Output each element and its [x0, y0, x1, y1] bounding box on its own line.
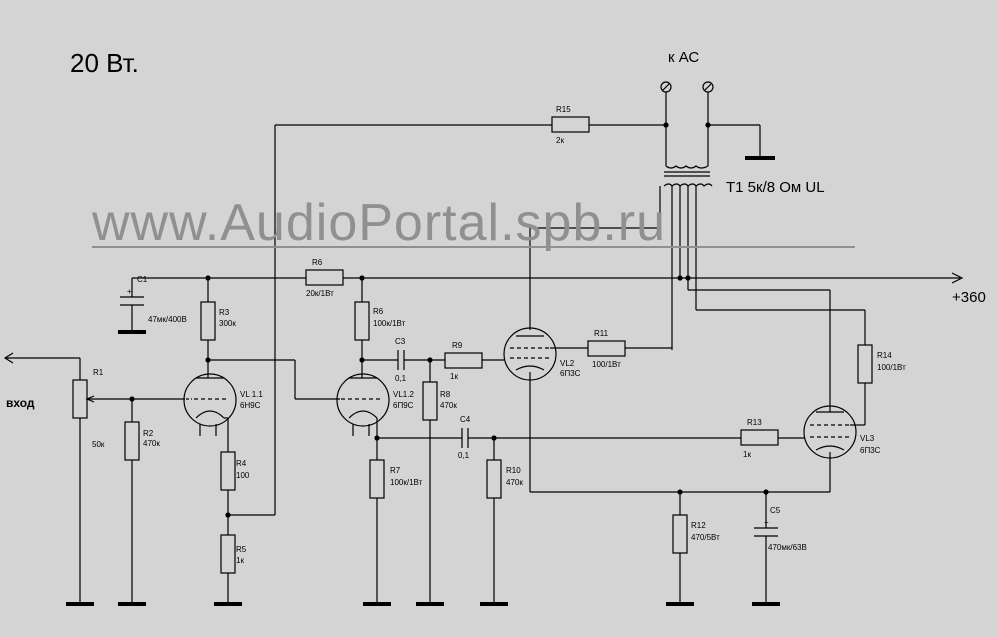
tube-vl3-stage: R13 1к VL3 6П3С R14 100/1Вт	[687, 280, 906, 492]
svg-text:+: +	[127, 287, 132, 296]
vl12-type: 6П9С	[393, 401, 414, 410]
speaker-output: к АС	[660, 49, 775, 166]
c5-value: 470мк/63В	[768, 543, 807, 552]
resistor-r2	[124, 421, 140, 461]
r13-ref: R13	[747, 418, 762, 427]
r2-value: 470к	[143, 439, 160, 448]
r9-value: 1к	[450, 372, 458, 381]
c4-ref: C4	[460, 415, 471, 424]
resistor-r6-rail	[305, 269, 344, 286]
capacitor-c1: + C1 47мк/400В	[118, 275, 187, 334]
r9-ref: R9	[452, 341, 463, 350]
r6a-ref: R6	[312, 258, 323, 267]
resistor-r15	[551, 116, 590, 133]
resistor-r11	[587, 340, 626, 357]
speaker-label: к АС	[668, 49, 699, 66]
resistor-r14	[857, 344, 873, 384]
input-label: вход	[6, 396, 35, 410]
c3-value: 0,1	[395, 374, 407, 383]
r15-ref: R15	[556, 105, 571, 114]
r3-value: 300к	[219, 319, 236, 328]
resistor-r4	[220, 451, 236, 491]
r15-value: 2к	[556, 136, 564, 145]
tube-vl1-2-stage: R6 100к/1Вт VL1.2 6П9С R7 100к/1Вт C3 0,…	[336, 278, 741, 606]
resistor-r10	[486, 459, 502, 499]
r10-value: 470к	[506, 478, 523, 487]
c1-ref: C1	[137, 275, 148, 284]
schematic-title: 20 Вт.	[70, 48, 139, 78]
resistor-r6-plate	[354, 301, 370, 341]
r11-ref: R11	[594, 329, 609, 338]
vl2-type: 6П3С	[560, 369, 581, 378]
r4-ref: R4	[236, 459, 247, 468]
r1-ref: R1	[93, 368, 104, 377]
resistor-r5	[220, 534, 236, 574]
vl2-ref: VL2	[560, 359, 575, 368]
r14-value: 100/1Вт	[877, 363, 906, 372]
resistor-r7	[369, 459, 385, 499]
resistor-r3	[200, 301, 216, 341]
potentiometer-r1	[72, 379, 88, 419]
svg-text:+: +	[764, 518, 769, 527]
cathode-bias: R12 470/5Вт + C5 470мк/63В	[530, 489, 830, 606]
r12-value: 470/5Вт	[691, 533, 720, 542]
r13-value: 1к	[743, 450, 751, 459]
tube-vl2-stage: R9 1к VL2 6П3С R11 100/1Вт	[444, 327, 672, 492]
r6b-value: 100к/1Вт	[373, 319, 406, 328]
c5-ref: C5	[770, 506, 781, 515]
vl11-ref: VL 1.1	[240, 390, 263, 399]
r6a-value: 20к/1Вт	[306, 289, 334, 298]
resistor-r9	[444, 352, 483, 369]
vl12-ref: VL1.2	[393, 390, 414, 399]
c4-value: 0,1	[458, 451, 470, 460]
r7-ref: R7	[390, 466, 401, 475]
r10-ref: R10	[506, 466, 521, 475]
tube-vl1-1	[183, 373, 237, 427]
transformer-label: T1 5к/8 Ом UL	[726, 179, 825, 196]
output-transformer-t1: T1 5к/8 Ом UL	[529, 165, 825, 350]
vl3-ref: VL3	[860, 434, 875, 443]
tube-vl1-2	[336, 373, 390, 427]
r12-ref: R12	[691, 521, 706, 530]
r14-ref: R14	[877, 351, 892, 360]
r11-value: 100/1Вт	[592, 360, 621, 369]
vl3-type: 6П3С	[860, 446, 881, 455]
r2-ref: R2	[143, 429, 154, 438]
r1-value: 50к	[92, 440, 105, 449]
r5-ref: R5	[236, 545, 247, 554]
resistor-r13	[740, 429, 779, 446]
input-section: вход R1 50к R2 470к	[3, 352, 185, 606]
r6b-ref: R6	[373, 307, 384, 316]
r3-ref: R3	[219, 308, 230, 317]
r4-value: 100	[236, 471, 250, 480]
supply-label: +360	[952, 289, 986, 306]
c3-ref: C3	[395, 337, 406, 346]
tube-vl3	[803, 405, 857, 459]
watermark: www.AudioPortal.spb.ru	[91, 194, 666, 252]
r8-ref: R8	[440, 390, 451, 399]
tube-vl1-1-stage: R3 300к VL 1.1 6Н9С R4 100 R5 1к	[183, 278, 340, 606]
resistor-r12	[672, 514, 688, 554]
supply-arrow	[951, 272, 964, 284]
r7-value: 100к/1Вт	[390, 478, 423, 487]
r8-value: 470к	[440, 401, 457, 410]
resistor-r8	[422, 381, 438, 421]
vl11-type: 6Н9С	[240, 401, 261, 410]
c1-value: 47мк/400В	[148, 315, 187, 324]
r5-value: 1к	[236, 556, 244, 565]
